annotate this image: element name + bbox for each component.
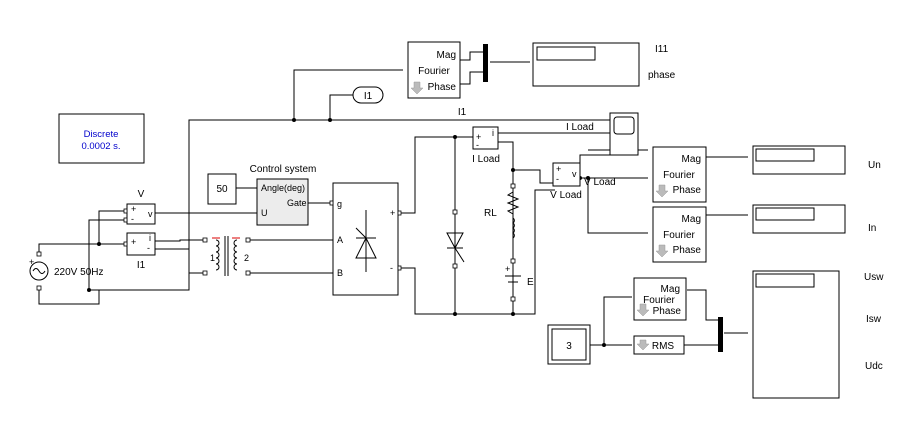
mux-top (483, 44, 488, 82)
signal-label-i1: I1 (458, 107, 467, 118)
svg-text:U: U (261, 208, 268, 218)
goto-tag-i1[interactable]: I1 (352, 86, 384, 104)
svg-text:+: + (476, 132, 481, 142)
rms-label: RMS (652, 341, 675, 352)
constant-50-value: 50 (216, 184, 228, 195)
svg-text:2: 2 (244, 253, 249, 263)
svg-text:Mag: Mag (437, 50, 456, 61)
svg-text:-: - (390, 263, 393, 273)
svg-text:Phase: Phase (428, 82, 457, 93)
scope-block[interactable] (609, 112, 639, 156)
svg-text:-: - (556, 174, 559, 184)
i-load-title: I Load (472, 154, 500, 165)
rl-load[interactable]: RL (484, 191, 520, 239)
powergui-mode: Discrete (84, 129, 119, 140)
wire-label-i-load: I Load (566, 122, 594, 133)
svg-text:-: - (131, 214, 134, 224)
svg-text:Gate: Gate (287, 198, 307, 208)
current-measurement-title: I1 (137, 260, 146, 271)
rl-label: RL (484, 208, 497, 219)
svg-text:-: - (147, 243, 150, 253)
down-arrow-icon (636, 303, 650, 317)
fourier-top-block[interactable]: Mag Fourier Phase (407, 41, 461, 99)
freewheel-diode[interactable] (446, 232, 465, 263)
wires (38, 51, 748, 346)
fourier-un-block[interactable]: Mag Fourier Phase (652, 146, 707, 203)
display-label-udc: Udc (865, 361, 883, 372)
svg-text:Fourier: Fourier (643, 295, 675, 306)
ac-source[interactable]: + 220V 50Hz (29, 251, 103, 291)
svg-text:i: i (492, 128, 494, 138)
display-label-un: Un (868, 160, 881, 171)
mux-bottom (718, 317, 723, 352)
svg-text:v: v (572, 169, 577, 179)
svg-text:+: + (131, 204, 136, 214)
svg-text:Mag: Mag (682, 154, 701, 165)
svg-text:Angle(deg): Angle(deg) (261, 183, 305, 193)
wire-label-v-load: V Load (584, 177, 616, 188)
svg-text:Mag: Mag (682, 214, 701, 225)
powergui-block[interactable]: Discrete 0.0002 s. (58, 113, 145, 164)
ports (123, 183, 516, 302)
down-arrow-icon (655, 184, 669, 198)
display-label-in: In (868, 223, 876, 234)
svg-text:Phase: Phase (673, 185, 702, 196)
display-un[interactable] (752, 145, 846, 175)
svg-text:+: + (390, 208, 395, 218)
display-label-phase: phase (648, 70, 676, 81)
display-bottom[interactable] (752, 270, 840, 399)
svg-text:+: + (556, 164, 561, 174)
control-system-block[interactable]: Control system Angle(deg) Gate U (250, 164, 317, 226)
transformer-block[interactable]: 1 2 (202, 236, 251, 276)
voltage-measurement-block[interactable]: + - v V (126, 189, 156, 225)
svg-text:Fourier: Fourier (663, 170, 695, 181)
svg-text:i: i (149, 233, 151, 243)
fourier-bottom-block[interactable]: Mag Fourier Phase (633, 277, 687, 321)
svg-text:Phase: Phase (653, 306, 682, 317)
e-label: E (527, 277, 534, 288)
svg-text:g: g (337, 199, 342, 209)
svg-text:v: v (148, 209, 153, 219)
svg-text:+: + (29, 257, 34, 267)
svg-text:+: + (505, 264, 510, 274)
display-label-isw: Isw (866, 314, 882, 325)
svg-text:-: - (476, 140, 479, 150)
down-arrow-icon (410, 81, 424, 95)
fourier-in-block[interactable]: Mag Fourier Phase (652, 206, 707, 263)
constant-50-block[interactable]: 50 (207, 173, 237, 205)
dc-source-e[interactable]: + E (505, 264, 534, 288)
v-load-title: V Load (550, 190, 582, 201)
svg-text:Mag: Mag (661, 284, 680, 295)
down-arrow-icon (636, 339, 650, 351)
goto-tag-label: I1 (364, 91, 373, 102)
svg-text:Fourier: Fourier (418, 66, 450, 77)
constant-3-block[interactable]: 3 (547, 324, 591, 365)
svg-text:1: 1 (210, 253, 215, 263)
display-top-block[interactable]: I11 phase (532, 42, 676, 87)
constant-3-value: 3 (566, 341, 572, 352)
current-measurement-i1-block[interactable]: + - i I1 (126, 232, 156, 271)
powergui-sample-time: 0.0002 s. (81, 141, 120, 152)
thyristor-bridge-block[interactable]: g A B + - (329, 182, 402, 296)
source-label: 220V 50Hz (54, 267, 103, 278)
current-measurement-load-block[interactable]: + - i I Load (472, 126, 500, 165)
control-system-title: Control system (250, 164, 317, 175)
voltage-measurement-title: V (138, 189, 145, 200)
display-label-usw: Usw (864, 272, 884, 283)
svg-text:Fourier: Fourier (663, 230, 695, 241)
svg-text:Phase: Phase (673, 245, 702, 256)
display-label-i11: I11 (655, 44, 669, 55)
down-arrow-icon (655, 244, 669, 258)
svg-text:+: + (131, 237, 136, 247)
display-in[interactable] (752, 204, 846, 234)
svg-text:B: B (337, 268, 343, 278)
rms-block[interactable]: RMS (633, 335, 685, 355)
voltage-measurement-load-block[interactable]: + - v V Load (550, 162, 582, 201)
svg-text:A: A (337, 235, 343, 245)
